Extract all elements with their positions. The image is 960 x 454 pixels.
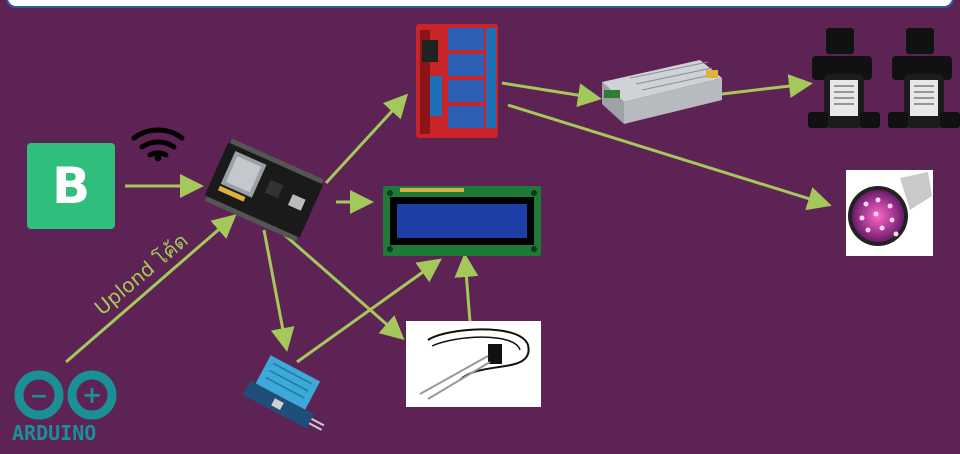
upload-code-label: Uplond โค้ด xyxy=(90,228,193,320)
arrow-psu-to-pumps xyxy=(721,74,813,99)
arrow-nodemcu-to-relay xyxy=(324,93,409,185)
arduino-logo-icon: − + ARDUINO xyxy=(12,370,117,445)
wifi-icon xyxy=(131,127,185,162)
arrow-soil-to-lcd xyxy=(454,253,479,323)
lcd-display-icon xyxy=(383,186,541,256)
arrow-relay-to-light xyxy=(507,103,832,211)
blynk-letter: B xyxy=(52,157,90,215)
arduino-plus: + xyxy=(82,381,102,409)
grow-light-bulb-icon xyxy=(846,170,933,256)
water-pump-icon-2 xyxy=(888,28,960,128)
arrow-nodemcu-to-dht xyxy=(262,229,295,352)
arrow-relay-to-psu xyxy=(501,81,602,108)
arrow-nodemcu-to-soil xyxy=(278,228,405,340)
blynk-logo-icon: B xyxy=(27,143,115,229)
arduino-minus: − xyxy=(30,384,48,409)
arrow-dht-to-lcd xyxy=(296,258,442,364)
nodemcu-board-icon xyxy=(204,138,324,242)
connection-arrows xyxy=(65,74,832,364)
arrow-arduino-upload xyxy=(65,214,237,364)
power-supply-icon xyxy=(602,60,722,124)
arduino-wordmark: ARDUINO xyxy=(12,421,96,445)
relay-module-icon xyxy=(416,24,498,138)
dht11-sensor-icon xyxy=(242,355,325,431)
water-pump-icon-1 xyxy=(808,28,880,128)
soil-moisture-probe-icon xyxy=(406,321,541,407)
